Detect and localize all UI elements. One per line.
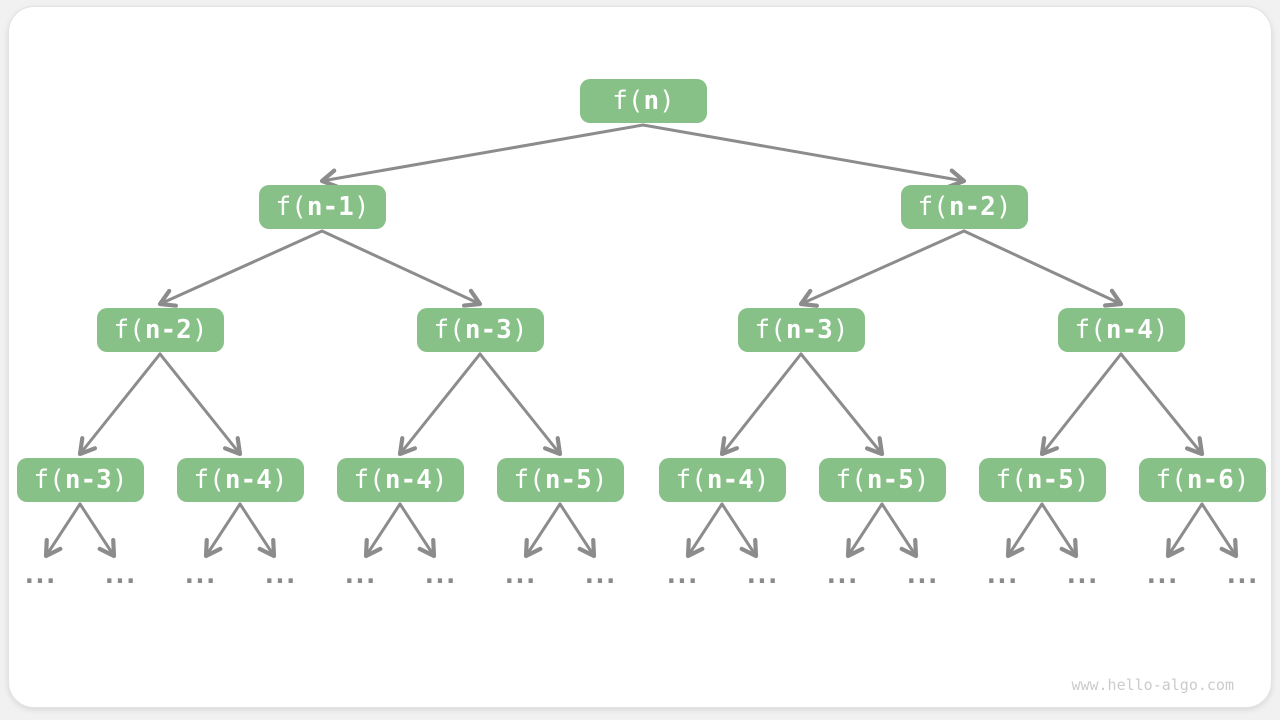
- node-label-arg: n-2: [948, 192, 996, 222]
- ellipsis-leaf: ...: [421, 560, 459, 590]
- node-label: f(: [1155, 465, 1187, 495]
- node-label: ): [913, 465, 930, 495]
- node-label: ): [111, 465, 128, 495]
- node-label: f(: [835, 465, 867, 495]
- ellipsis-leaf: ...: [101, 560, 139, 590]
- node-label: f(: [433, 315, 465, 345]
- ellipsis-leaf: ...: [983, 560, 1021, 590]
- node-label-arg: n-5: [1026, 465, 1074, 495]
- node-label: ): [191, 315, 208, 345]
- node-label: ): [271, 465, 288, 495]
- tree-node: f(n-5): [497, 458, 624, 502]
- ellipsis-leaf: ...: [181, 560, 219, 590]
- node-label: ): [659, 86, 675, 116]
- node-label: f(: [113, 315, 145, 345]
- node-label-arg: n-2: [144, 315, 192, 345]
- node-label-arg: n-5: [544, 465, 592, 495]
- tree-node: f(n-1): [259, 185, 386, 229]
- node-label: ): [591, 465, 608, 495]
- node-label: ): [1152, 315, 1169, 345]
- ellipsis-leaf: ...: [261, 560, 299, 590]
- node-label-arg: n-3: [464, 315, 512, 345]
- node-label-arg: n: [643, 86, 660, 116]
- node-label: ): [1233, 465, 1250, 495]
- node-label: ): [511, 315, 528, 345]
- node-label: f(: [193, 465, 225, 495]
- tree-node-root: f(n): [580, 79, 707, 123]
- watermark-text: www.hello-algo.com: [1071, 676, 1234, 694]
- node-label-arg: n-6: [1186, 465, 1234, 495]
- ellipsis-leaf: ...: [21, 560, 59, 590]
- ellipsis-leaf: ...: [743, 560, 781, 590]
- node-label: f(: [917, 192, 949, 222]
- tree-node: f(n-6): [1139, 458, 1266, 502]
- tree-node: f(n-4): [177, 458, 304, 502]
- node-label-arg: n-5: [866, 465, 914, 495]
- tree-node: f(n-3): [417, 308, 544, 352]
- node-label: f(: [675, 465, 707, 495]
- tree-node: f(n-5): [979, 458, 1106, 502]
- ellipsis-leaf: ...: [341, 560, 379, 590]
- node-label: f(: [353, 465, 385, 495]
- node-label-arg: n-4: [1105, 315, 1153, 345]
- ellipsis-leaf: ...: [823, 560, 861, 590]
- tree-node: f(n-4): [1058, 308, 1185, 352]
- ellipsis-leaf: ...: [501, 560, 539, 590]
- node-label-arg: n-4: [384, 465, 432, 495]
- tree-node: f(n-3): [738, 308, 865, 352]
- node-label: f(: [513, 465, 545, 495]
- tree-node: f(n-2): [901, 185, 1028, 229]
- ellipsis-leaf: ...: [581, 560, 619, 590]
- node-label: ): [995, 192, 1012, 222]
- node-label: f(: [33, 465, 65, 495]
- node-label: f(: [995, 465, 1027, 495]
- node-label-arg: n-3: [64, 465, 112, 495]
- ellipsis-leaf: ...: [1063, 560, 1101, 590]
- node-label-arg: n-1: [306, 192, 354, 222]
- tree-node: f(n-4): [659, 458, 786, 502]
- node-label: ): [353, 192, 370, 222]
- node-label: f(: [275, 192, 307, 222]
- ellipsis-leaf: ...: [1143, 560, 1181, 590]
- node-label: ): [832, 315, 849, 345]
- node-label: ): [753, 465, 770, 495]
- tree-node: f(n-3): [17, 458, 144, 502]
- node-label: ): [431, 465, 448, 495]
- node-label-arg: n-4: [706, 465, 754, 495]
- node-label: f(: [754, 315, 786, 345]
- node-label: f(: [612, 86, 644, 116]
- ellipsis-leaf: ...: [1223, 560, 1261, 590]
- tree-node: f(n-5): [819, 458, 946, 502]
- tree-node: f(n-2): [97, 308, 224, 352]
- ellipsis-leaf: ...: [903, 560, 941, 590]
- node-label: ): [1073, 465, 1090, 495]
- ellipsis-leaf: ...: [663, 560, 701, 590]
- tree-node: f(n-4): [337, 458, 464, 502]
- node-label: f(: [1074, 315, 1106, 345]
- node-label-arg: n-3: [785, 315, 833, 345]
- node-label-arg: n-4: [224, 465, 272, 495]
